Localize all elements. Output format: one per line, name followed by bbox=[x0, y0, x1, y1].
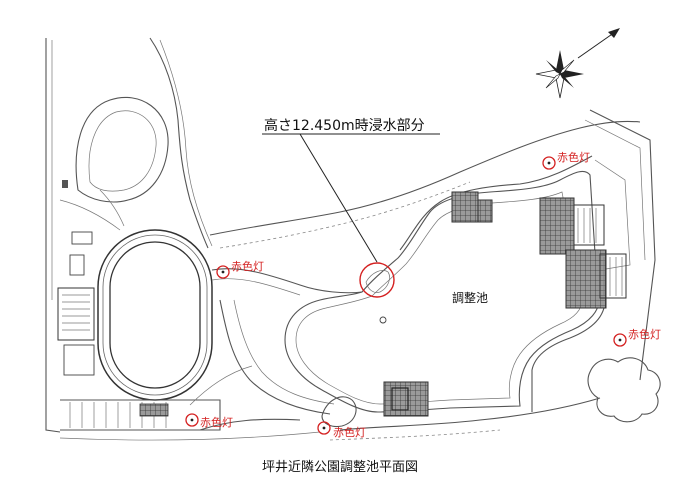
dam-stripes-upper bbox=[577, 208, 597, 243]
dam-structure-lower bbox=[565, 249, 607, 309]
walking-path-upper bbox=[75, 96, 169, 203]
pond-label: 調整池 bbox=[452, 290, 488, 305]
diagram-title: 坪井近隣公園調整池平面図 bbox=[262, 459, 418, 475]
east-boundary bbox=[589, 109, 656, 381]
southern-embankment bbox=[339, 397, 601, 431]
compass-rose-icon bbox=[535, 50, 584, 99]
facility-building bbox=[57, 287, 95, 341]
lamp-label-1: 赤色灯 bbox=[557, 150, 590, 164]
callout-leader-line bbox=[299, 133, 378, 263]
lamp-label-5: 赤色灯 bbox=[333, 425, 366, 439]
flooded-area-marker bbox=[359, 262, 395, 298]
lamp-marker-3-dot bbox=[618, 338, 622, 342]
lamp-marker-2-dot bbox=[221, 270, 225, 274]
outlet-structure-bottom-2 bbox=[391, 387, 409, 411]
running-track-mid bbox=[102, 234, 208, 396]
running-track-inner bbox=[109, 241, 201, 389]
lamp-marker-4 bbox=[185, 413, 199, 427]
dam-structure-lower-2 bbox=[599, 253, 627, 299]
lamp-marker-5 bbox=[317, 421, 331, 435]
stand-block bbox=[139, 403, 169, 417]
pond-ring-road-south bbox=[531, 299, 606, 412]
path-west-connector-inner bbox=[211, 278, 301, 296]
northern-embankment bbox=[209, 120, 641, 236]
path-diagonal bbox=[189, 365, 253, 406]
path-west-connector bbox=[211, 268, 363, 294]
lamp-label-4: 赤色灯 bbox=[200, 415, 233, 429]
outlet-structure-bottom bbox=[383, 381, 429, 417]
lamp-label-3: 赤色灯 bbox=[628, 327, 661, 341]
lamp-marker-2 bbox=[216, 265, 230, 279]
lamp-label-2: 赤色灯 bbox=[231, 259, 264, 273]
southern-embankment-dash bbox=[329, 429, 501, 441]
path-south-loop bbox=[219, 299, 331, 415]
lawn-outline bbox=[149, 37, 209, 249]
inlet-structure-top bbox=[451, 191, 479, 223]
pond-inner-edge bbox=[295, 191, 583, 405]
lamp-marker-4-dot bbox=[190, 418, 194, 422]
running-track-outer bbox=[97, 229, 213, 401]
east-boundary-inner bbox=[584, 119, 646, 261]
lamp-marker-1-dot bbox=[547, 161, 551, 165]
east-wooded-area bbox=[587, 357, 661, 423]
lamp-marker-5-dot bbox=[322, 426, 326, 430]
east-slope bbox=[594, 159, 631, 271]
pond-ring-road bbox=[399, 155, 593, 251]
lawn-outline-inner bbox=[159, 39, 213, 247]
walking-path-branch bbox=[59, 199, 121, 231]
facility-stripes bbox=[62, 294, 90, 331]
northern-embankment-inner bbox=[219, 181, 471, 249]
path-curve-lower bbox=[199, 418, 301, 431]
path-lower-edge bbox=[59, 431, 321, 441]
pond-outer-edge bbox=[284, 170, 599, 413]
path-south-loop-inner bbox=[233, 299, 335, 405]
lamp-marker-1 bbox=[542, 156, 556, 170]
south-circle-area bbox=[321, 396, 357, 428]
dam-stripes-lower bbox=[603, 257, 623, 296]
callout-label: 高さ12.450m時浸水部分 bbox=[264, 117, 425, 134]
lamp-marker-3 bbox=[613, 333, 627, 347]
small-structure bbox=[62, 180, 68, 188]
north-arrow-icon bbox=[577, 28, 620, 59]
walking-path-upper-inner bbox=[88, 110, 157, 192]
inlet-structure-top-2 bbox=[477, 199, 493, 223]
dam-structure-upper-2 bbox=[573, 204, 605, 246]
facility-annex bbox=[63, 344, 95, 376]
flooded-area-shape bbox=[365, 270, 390, 293]
site-boundary-left bbox=[45, 38, 61, 433]
pond-marker-dot bbox=[379, 316, 387, 324]
facility-equipment-2 bbox=[69, 254, 85, 276]
walking-path-branch-2 bbox=[99, 189, 125, 227]
facility-equipment bbox=[71, 231, 93, 245]
dam-structure-upper bbox=[539, 197, 575, 255]
parking-area bbox=[60, 399, 221, 431]
